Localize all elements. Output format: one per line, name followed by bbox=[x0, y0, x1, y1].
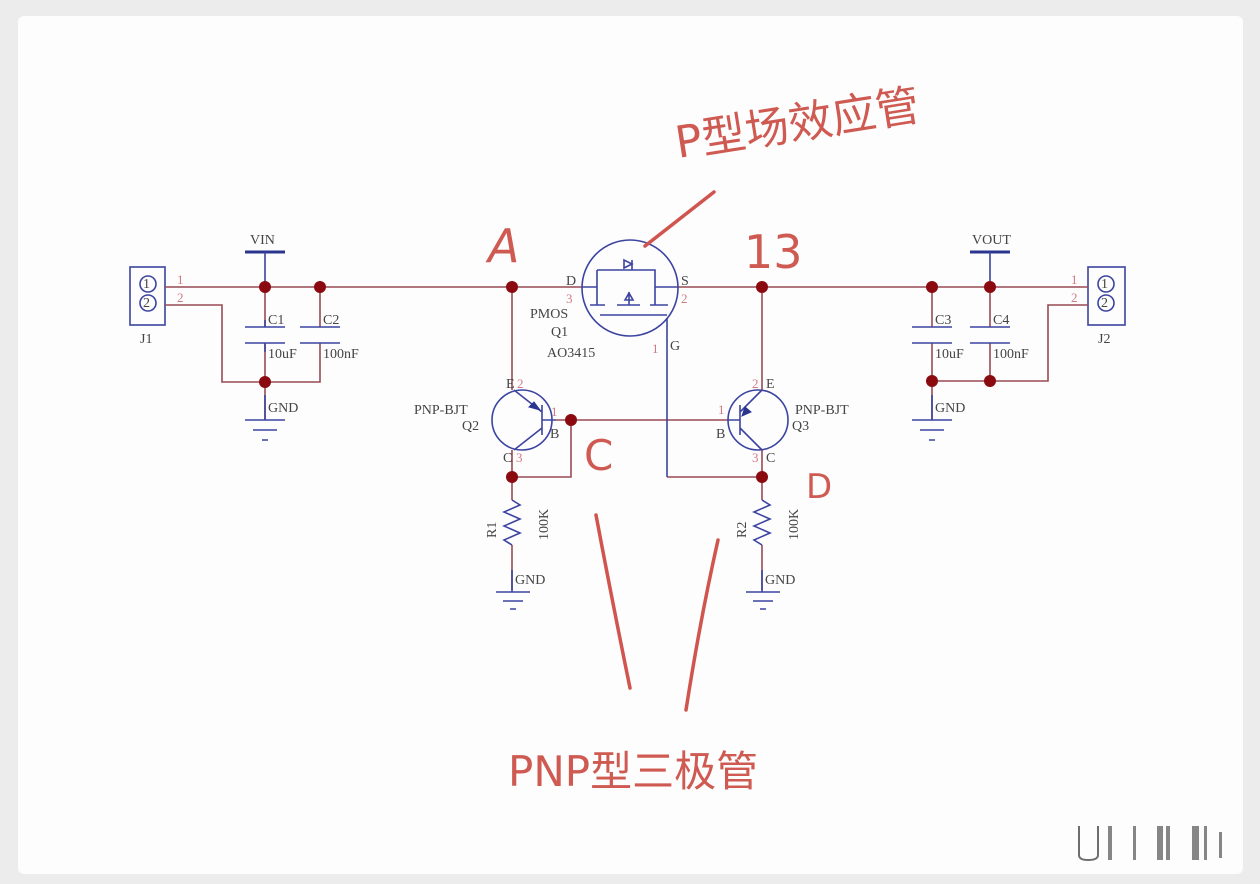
q3-pin-b: B bbox=[716, 427, 725, 442]
vin-label: VIN bbox=[250, 233, 275, 248]
junction-dots bbox=[259, 281, 996, 483]
j1-pin1-label: 1 bbox=[143, 277, 150, 292]
gnd-label: GND bbox=[765, 573, 795, 588]
gnd-icon: GND bbox=[912, 395, 965, 441]
j2-pin1-num: 1 bbox=[1071, 272, 1078, 287]
q2-c-num: 3 bbox=[516, 450, 523, 465]
q3-ref: Q3 bbox=[792, 419, 809, 434]
junction-dot bbox=[984, 281, 996, 293]
mosfet-annotation: P型场效应管 bbox=[672, 80, 923, 169]
q1-pin-d: D bbox=[566, 274, 576, 289]
q3-c-num: 3 bbox=[752, 450, 759, 465]
j1-pin2-label: 2 bbox=[143, 296, 150, 311]
q2-pin-b: B bbox=[550, 427, 559, 442]
junction-dot bbox=[565, 414, 577, 426]
node-b-label: 13 bbox=[744, 225, 803, 279]
vin-power-symbol: VIN bbox=[245, 233, 285, 287]
c3-value: 10uF bbox=[935, 347, 964, 362]
node-c-label: C bbox=[584, 431, 613, 480]
r1-value: 100K bbox=[537, 509, 552, 540]
capacitor-c3: C3 10uF bbox=[912, 313, 964, 362]
wires bbox=[165, 286, 1088, 590]
pnp-bjt-q3: PNP-BJT Q3 B 1 E 2 C 3 bbox=[716, 376, 849, 466]
bjt-pointer-line bbox=[594, 513, 632, 690]
bjt-annotation: PNP型三极管 bbox=[508, 747, 758, 796]
j2-pin1-label: 1 bbox=[1101, 277, 1108, 292]
r2-value: 100K bbox=[787, 509, 802, 540]
q1-type: PMOS bbox=[530, 307, 568, 322]
j2-ref: J2 bbox=[1098, 332, 1110, 347]
r2-ref: R2 bbox=[735, 522, 750, 538]
q1-pin-d-num: 3 bbox=[566, 291, 573, 306]
c1-ref: C1 bbox=[268, 313, 284, 328]
c1-value: 10uF bbox=[268, 347, 297, 362]
c3-ref: C3 bbox=[935, 313, 951, 328]
capacitor-c4: C4 100nF bbox=[970, 313, 1029, 362]
node-d-label: D bbox=[806, 467, 832, 507]
q1-pin-s-num: 2 bbox=[681, 291, 688, 306]
gnd-label: GND bbox=[515, 573, 545, 588]
j1-pin1-num: 1 bbox=[177, 272, 184, 287]
gnd-label: GND bbox=[935, 401, 965, 416]
pnp-bjt-q2: PNP-BJT Q2 B 1 E 2 C 3 bbox=[414, 376, 559, 466]
q3-type: PNP-BJT bbox=[795, 403, 849, 418]
resistor-r2: R2 100K bbox=[735, 499, 802, 546]
gnd-label: GND bbox=[268, 401, 298, 416]
r1-ref: R1 bbox=[485, 522, 500, 538]
q2-type: PNP-BJT bbox=[414, 403, 468, 418]
q3-b-num: 1 bbox=[718, 402, 725, 417]
j2-pin2-num: 2 bbox=[1071, 290, 1078, 305]
capacitor-c2: C2 100nF bbox=[300, 313, 359, 362]
q2-e-num: 2 bbox=[517, 376, 524, 391]
q1-part: AO3415 bbox=[547, 346, 595, 361]
q1-pin-g-num: 1 bbox=[652, 341, 659, 356]
connector-j2: 1 2 J2 1 2 bbox=[1071, 266, 1126, 347]
junction-dot bbox=[756, 281, 768, 293]
gnd-icon: GND bbox=[746, 570, 795, 610]
q3-pin-e: E bbox=[766, 377, 775, 392]
q2-pin-e: E bbox=[506, 377, 515, 392]
q3-pin-c: C bbox=[766, 451, 775, 466]
junction-dot bbox=[259, 376, 271, 388]
vout-label: VOUT bbox=[972, 233, 1011, 248]
c2-value: 100nF bbox=[323, 347, 359, 362]
watermark-logo bbox=[1078, 826, 1222, 862]
gnd-icon: GND bbox=[245, 395, 298, 441]
junction-dot bbox=[984, 375, 996, 387]
junction-dot bbox=[259, 281, 271, 293]
junction-dot bbox=[926, 375, 938, 387]
q3-e-num: 2 bbox=[752, 376, 759, 391]
resistor-r1: R1 100K bbox=[485, 499, 552, 546]
q1-pin-s: S bbox=[681, 274, 689, 289]
c4-ref: C4 bbox=[993, 313, 1009, 328]
pmos-q1: D S 3 2 PMOS Q1 AO3415 1 G bbox=[530, 239, 689, 361]
junction-dot bbox=[756, 471, 768, 483]
node-a-label: A bbox=[485, 219, 519, 273]
junction-dot bbox=[926, 281, 938, 293]
capacitor-c1: C1 10uF bbox=[245, 313, 297, 362]
junction-dot bbox=[506, 281, 518, 293]
vout-power-symbol: VOUT bbox=[970, 233, 1011, 287]
connector-j1: 1 2 J1 1 2 bbox=[129, 266, 184, 347]
junction-dot bbox=[314, 281, 326, 293]
junction-dot bbox=[506, 471, 518, 483]
c4-value: 100nF bbox=[993, 347, 1029, 362]
q2-b-num: 1 bbox=[551, 404, 558, 419]
bjt-pointer-line bbox=[684, 538, 720, 712]
q2-pin-c: C bbox=[503, 451, 512, 466]
gnd-icon: GND bbox=[496, 570, 545, 610]
j2-pin2-label: 2 bbox=[1101, 296, 1108, 311]
q2-ref: Q2 bbox=[462, 419, 479, 434]
c2-ref: C2 bbox=[323, 313, 339, 328]
j1-pin2-num: 2 bbox=[177, 290, 184, 305]
q1-pin-g: G bbox=[670, 339, 680, 354]
j1-ref: J1 bbox=[140, 332, 152, 347]
mosfet-pointer-line bbox=[643, 190, 716, 248]
q1-ref: Q1 bbox=[551, 325, 568, 340]
image-card bbox=[18, 16, 1243, 874]
ground-symbols: GND GND GND GND bbox=[245, 395, 965, 610]
